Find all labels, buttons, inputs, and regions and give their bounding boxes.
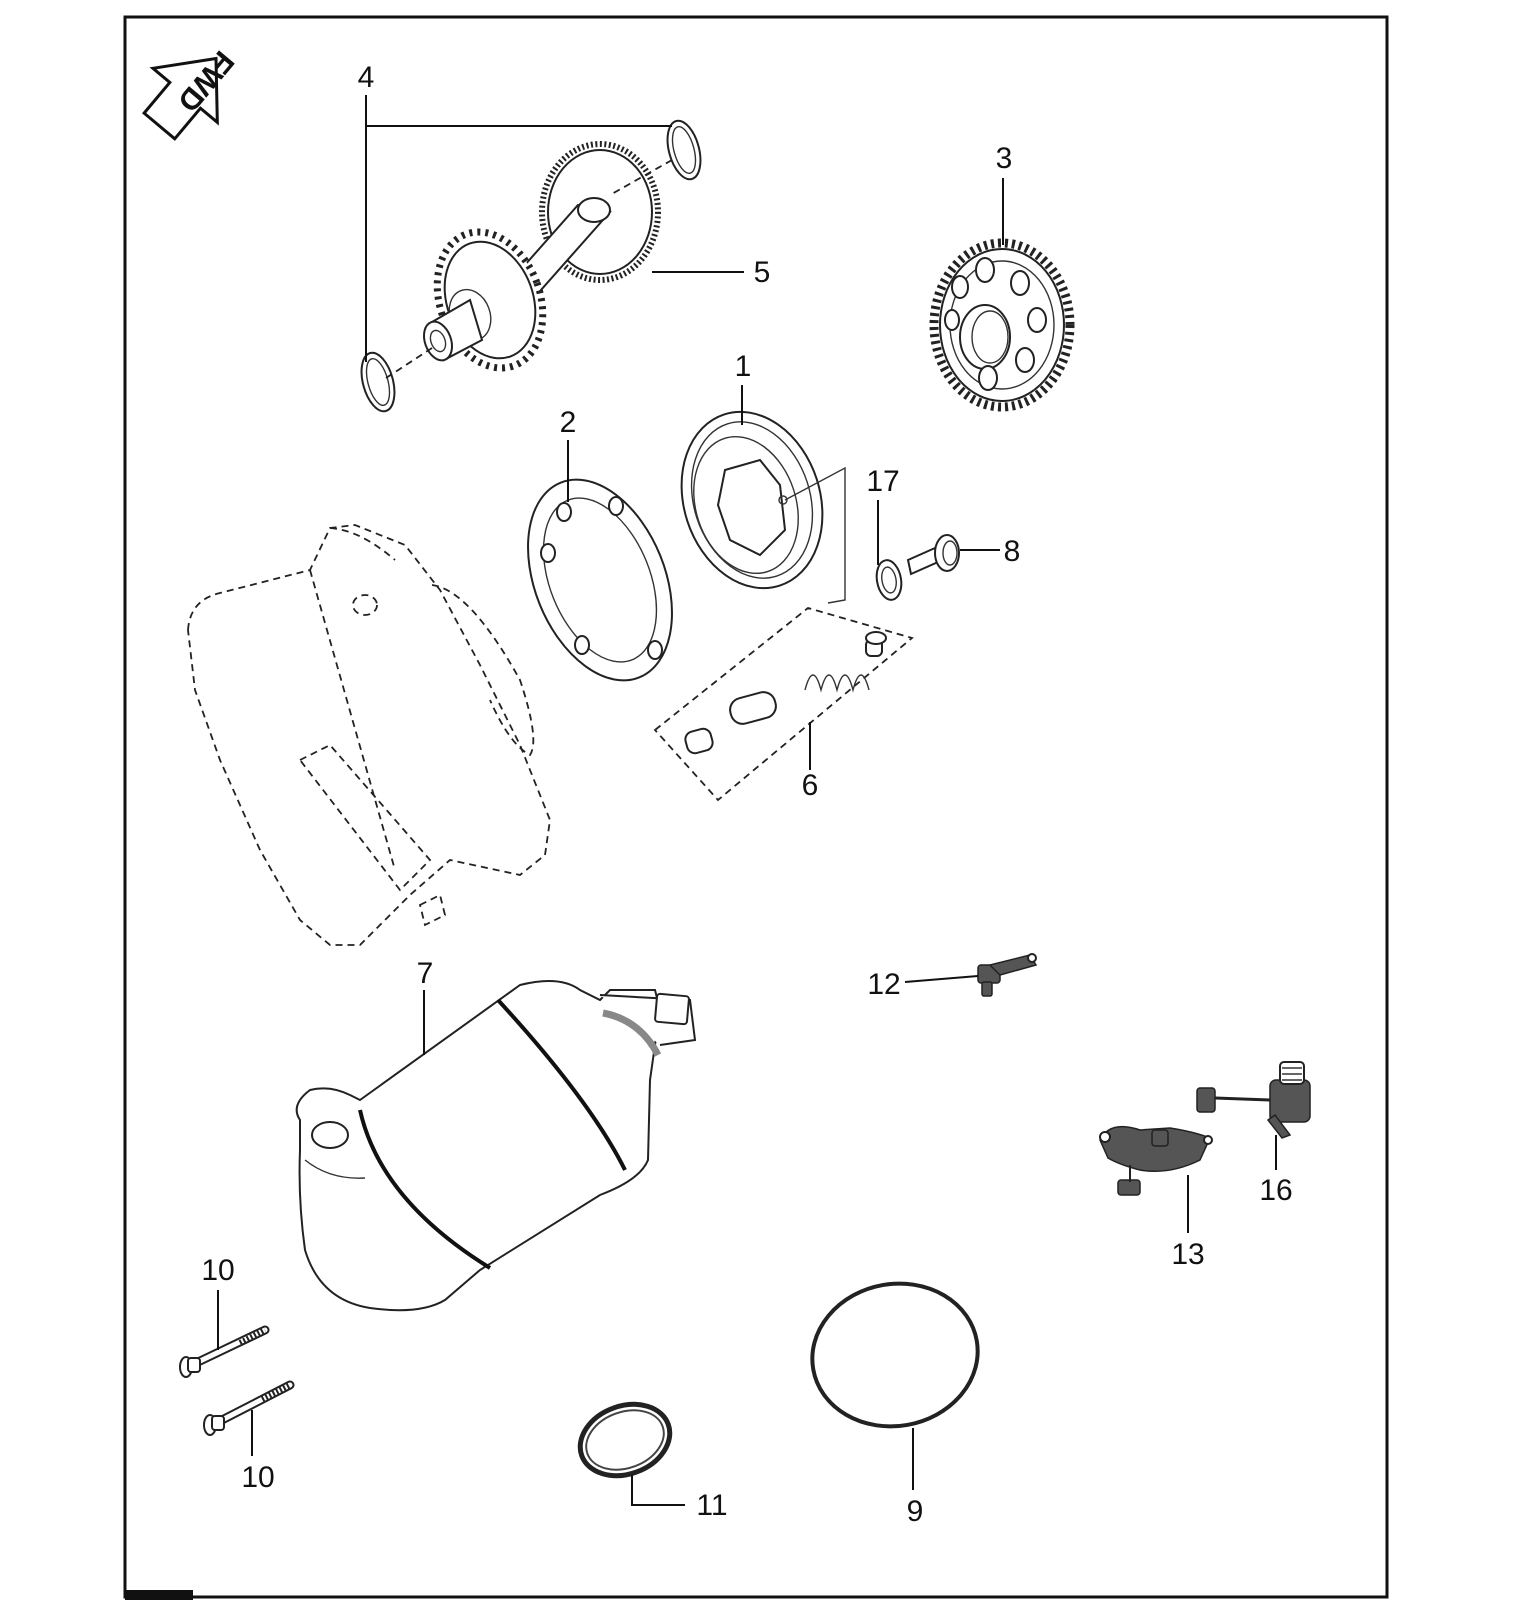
part-16-terminal-brush [1196, 1061, 1311, 1139]
callout-13: 13 [1171, 1238, 1204, 1271]
callout-11: 11 [696, 1489, 727, 1522]
page-tab-mark [125, 1590, 193, 1600]
callout-12: 12 [867, 968, 900, 1001]
callout-5: 5 [754, 256, 771, 289]
part-4-rings [360, 119, 702, 413]
part-11-o-ring [577, 1401, 673, 1479]
part-13-brush-plate [1099, 1125, 1213, 1196]
callout-7: 7 [417, 957, 434, 990]
crankcase-outline [187, 524, 551, 946]
callout-1: 1 [735, 350, 752, 383]
callout-9: 9 [907, 1495, 924, 1528]
part-2-plate [527, 478, 673, 682]
part-7-starter-motor [295, 980, 697, 1312]
part-12-brush-holder [977, 953, 1038, 997]
part-5-idler-gear [422, 141, 661, 372]
callout-10-upper: 10 [201, 1254, 234, 1287]
callout-2: 2 [560, 406, 577, 439]
callout-3: 3 [996, 142, 1013, 175]
callout-8: 8 [1004, 535, 1021, 568]
part-1-clutch [680, 410, 824, 590]
callout-10-lower: 10 [241, 1461, 274, 1494]
part-9-o-ring [810, 1281, 980, 1429]
part-10-bolt-upper [179, 1325, 270, 1378]
part-8-bolt [906, 534, 960, 576]
callout-17: 17 [866, 465, 899, 498]
part-6-roller-kit [653, 607, 914, 802]
fwd-arrow-icon: FWD [141, 44, 240, 141]
callout-4: 4 [358, 61, 375, 94]
part-3-driven-gear [929, 238, 1075, 412]
callout-16: 16 [1259, 1174, 1292, 1207]
part-17-washer [875, 559, 903, 601]
callout-6: 6 [802, 769, 819, 802]
part-10-bolt-lower [203, 1380, 295, 1436]
diagram-border [123, 15, 1389, 1599]
